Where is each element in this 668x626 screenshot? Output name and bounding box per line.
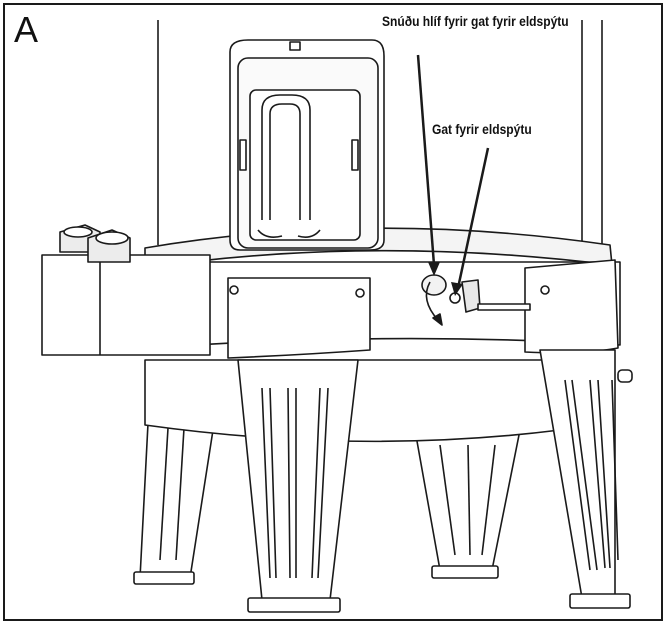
leader-line-cover xyxy=(416,54,436,266)
panel-label: A xyxy=(14,9,39,50)
leader-line-hole xyxy=(456,147,490,289)
callout-cover-label: Snúðu hlíf fyrir gat fyrir eldspýtu xyxy=(382,13,569,29)
u-handle xyxy=(257,94,321,238)
leg-front-center xyxy=(237,359,359,601)
knob-cluster xyxy=(59,224,131,263)
front-panel xyxy=(227,277,371,359)
side-panel xyxy=(524,259,619,354)
control-box xyxy=(41,254,211,356)
callout-hole-label: Gat fyrir eldspýtu xyxy=(432,121,532,137)
match-hole-cover xyxy=(421,274,447,296)
